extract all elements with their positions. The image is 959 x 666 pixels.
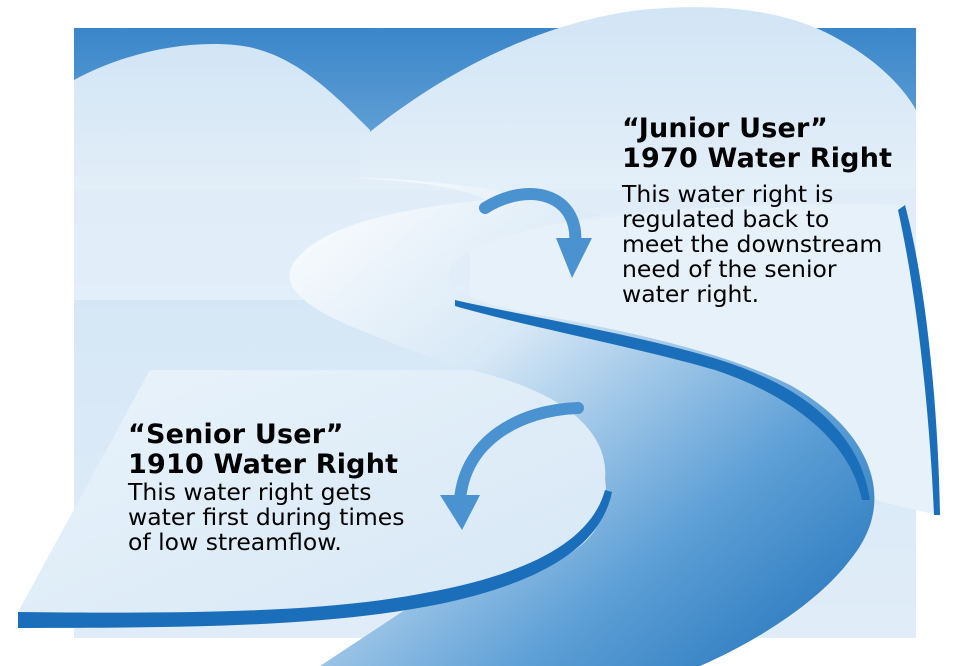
senior-title-line1: “Senior User” — [128, 419, 344, 450]
senior-user-label: “Senior User” 1910 Water Right This wate… — [128, 420, 448, 555]
senior-field — [18, 370, 606, 622]
senior-description-line: This water right gets — [128, 478, 372, 506]
junior-title-line1: “Junior User” — [622, 113, 829, 144]
senior-description-line: water first during times — [128, 503, 405, 531]
junior-arrowhead-icon — [556, 238, 592, 278]
senior-arrowhead-icon — [440, 495, 480, 530]
junior-description: This water right is regulated back to me… — [622, 182, 942, 307]
senior-arrow-icon — [454, 402, 584, 506]
junior-description-line: meet the downstream — [622, 230, 883, 258]
junior-user-label: “Junior User” 1970 Water Right This wate… — [622, 114, 942, 307]
junior-description-line: water right. — [622, 280, 760, 308]
junior-title-line2: 1970 Water Right — [622, 143, 893, 174]
junior-description-line: need of the senior — [622, 255, 837, 283]
river-bank-upper — [455, 300, 870, 500]
junior-field-edge — [898, 205, 940, 515]
senior-title-line2: 1910 Water Right — [128, 449, 399, 480]
senior-field-edge — [18, 490, 612, 628]
senior-description: This water right gets water first during… — [128, 480, 448, 555]
junior-description-line: regulated back to — [622, 205, 830, 233]
junior-arrow-icon — [479, 188, 582, 251]
senior-description-line: of low streamflow. — [128, 528, 342, 556]
junior-description-line: This water right is — [622, 180, 834, 208]
